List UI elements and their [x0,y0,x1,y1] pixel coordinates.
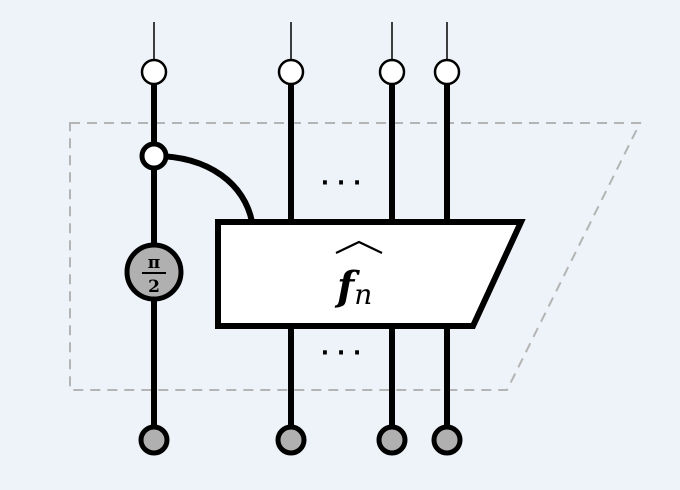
box-label-hat [335,240,383,254]
bottom-node-4 [431,424,463,456]
control-node [139,141,169,171]
box-label-sub: n [354,278,372,311]
top-node-4 [433,58,461,86]
ellipsis-bottom: · · · [321,341,361,366]
ellipsis-top: · · · [321,171,361,196]
phase-numerator: π [148,253,160,273]
bottom-node-2 [275,424,307,456]
control-arc [153,153,255,223]
top-node-1 [140,58,168,86]
top-node-2 [277,58,305,86]
bottom-node-1 [138,424,170,456]
top-node-3 [378,58,406,86]
phase-denominator: 2 [148,277,160,297]
function-box [215,219,526,329]
bottom-node-3 [376,424,408,456]
